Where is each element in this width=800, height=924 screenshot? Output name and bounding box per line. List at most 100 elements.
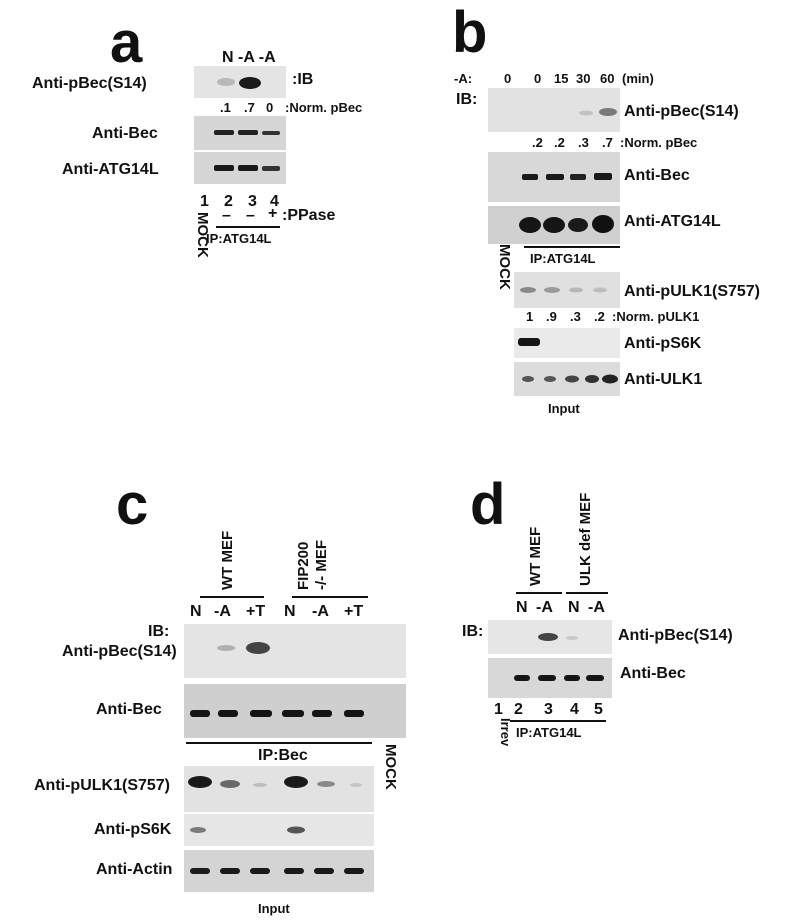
panel-a-norm-1: .1 [220,100,231,115]
panel-d-ip-bracket [510,720,606,722]
panel-b-label-ulk1: Anti-ULK1 [624,371,703,388]
panel-b-norm-pulk1-1: 1 [526,309,534,324]
panel-b-label-ps6k: Anti-pS6K [624,335,702,352]
panel-c-group-fip200-line1: FIP200 [295,541,312,590]
panel-c-lane-6: +T [344,603,364,620]
panel-a-ip-label: IP:ATG14L [206,231,272,246]
panel-b-ip-bracket [524,246,620,248]
panel-b-norm-pulk1-4: .2 [594,309,605,324]
panel-a-norm-3: 0 [266,100,274,115]
panel-d-blot-bec [488,658,612,698]
panel-d-label-bec: Anti-Bec [620,665,686,682]
panel-b-blot-ps6k [514,328,620,358]
panel-d-lane-num-3: 3 [544,701,553,718]
panel-a-ppase-3: – [246,207,255,224]
panel-b-time-1: 0 [504,71,512,86]
panel-c-label-pulk1: Anti-pULK1(S757) [34,777,171,794]
panel-c-letter: c [116,472,149,537]
panel-a-label-atg14l: Anti-ATG14L [62,161,159,178]
panel-a-norm-2: .7 [244,100,255,115]
panel-b-norm-pbec-2: .2 [554,135,565,150]
panel-b-time-4: 30 [576,71,591,86]
panel-c-label-ps6k: Anti-pS6K [94,821,172,838]
panel-c-group-wt: WT MEF [219,530,236,590]
panel-b-time-2: 0 [534,71,542,86]
panel-b-letter: b [452,0,488,65]
panel-d-ib-label: IB: [462,623,484,640]
panel-b-time-prefix: -A: [454,71,473,86]
panel-c-group-fip200-line2: -/- MEF [313,540,330,590]
panel-a-lane-1: 1 [200,193,209,210]
panel-c-lane-5: -A [312,603,329,620]
panel-b-label-bec: Anti-Bec [624,167,690,184]
panel-b-time-3: 15 [554,71,569,86]
panel-b-label-atg14l: Anti-ATG14L [624,213,721,230]
panel-b-norm-pulk1-label: :Norm. pULK1 [612,309,700,324]
panel-c-input-label: Input [258,901,290,916]
panel-a-lane-3: 3 [248,193,257,210]
panel-b-input-label: Input [548,401,580,416]
panel-d-lane-num-1: 1 [494,701,503,718]
panel-b-norm-pbec-3: .3 [578,135,589,150]
panel-a-ip-bracket [216,226,280,228]
panel-d-group-ulk: ULK def MEF [577,492,594,586]
panel-a-norm-label: :Norm. pBec [285,100,363,115]
panel-d-lane-4: -A [588,599,605,616]
panel-d-bracket-wt [516,592,562,594]
panel-c-lane-4: N [284,603,296,620]
panel-b-blot-atg14l [488,206,620,244]
panel-c-bracket-wt [200,596,264,598]
panel-c-mock-label: MOCK [382,744,399,790]
panel-c-lane-2: -A [214,603,231,620]
panel-c-bracket-fip200 [292,596,368,598]
panel-b-norm-pbec-1: .2 [532,135,543,150]
panel-d-letter: d [470,472,506,537]
panel-b-ip-label: IP:ATG14L [530,251,596,266]
panel-a-label-bec: Anti-Bec [92,125,158,142]
panel-b-norm-pbec-4: .7 [602,135,613,150]
panel-c-ib-label: IB: [148,623,170,640]
panel-c-ip-label: IP:Bec [258,747,308,764]
panel-d-lane-num-2: 2 [514,701,523,718]
panel-a-ib-tag: :IB [292,71,314,88]
panel-b-norm-pulk1-3: .3 [570,309,581,324]
panel-d-lane-3: N [568,599,580,616]
panel-a-blot-bec [194,116,286,150]
panel-c-blot-pbec [184,624,406,678]
panel-d-bracket-ulk [566,592,608,594]
panel-d-lane-num-5: 5 [594,701,603,718]
panel-a-lane-header: N -A -A [222,49,276,66]
panel-c-lane-1: N [190,603,202,620]
panel-b-blot-bec [488,152,620,202]
panel-a-label-pbec: Anti-pBec(S14) [32,75,147,92]
panel-c-blot-actin [184,850,374,892]
panel-d-label-pbec: Anti-pBec(S14) [618,627,733,644]
panel-b-time-5: 60 [600,71,615,86]
panel-d-irrev-label: Irrev [498,718,513,747]
panel-b-norm-pbec-label: :Norm. pBec [620,135,698,150]
panel-c-label-bec: Anti-Bec [96,701,162,718]
panel-b-label-pulk1: Anti-pULK1(S757) [624,283,761,300]
panel-b-blot-pbec [488,88,620,132]
panel-c-ip-bracket [186,742,372,744]
panel-a-ppase-label: :PPase [282,207,336,224]
panel-a-blot-pbec [194,66,286,98]
panel-c-blot-bec [184,684,406,738]
panel-b-ib-label: IB: [456,91,478,108]
panel-a-ppase-4: + [268,205,278,222]
panel-c-label-actin: Anti-Actin [96,861,173,878]
panel-d-lane-num-4: 4 [570,701,579,718]
panel-a-blot-atg14l [194,152,286,184]
panel-d-ip-label: IP:ATG14L [516,725,582,740]
panel-d-blot-pbec [488,620,612,654]
panel-a-letter: a [110,10,143,75]
panel-a-ppase-2: – [222,207,231,224]
panel-b-blot-pulk1 [514,272,620,308]
panel-a-lane-2: 2 [224,193,233,210]
panel-d-group-wt: WT MEF [527,526,544,586]
panel-a-lane-4: 4 [270,193,279,210]
panel-c-blot-pulk1 [184,766,374,812]
panel-b-label-pbec: Anti-pBec(S14) [624,103,739,120]
panel-b-time-unit: (min) [622,71,654,86]
